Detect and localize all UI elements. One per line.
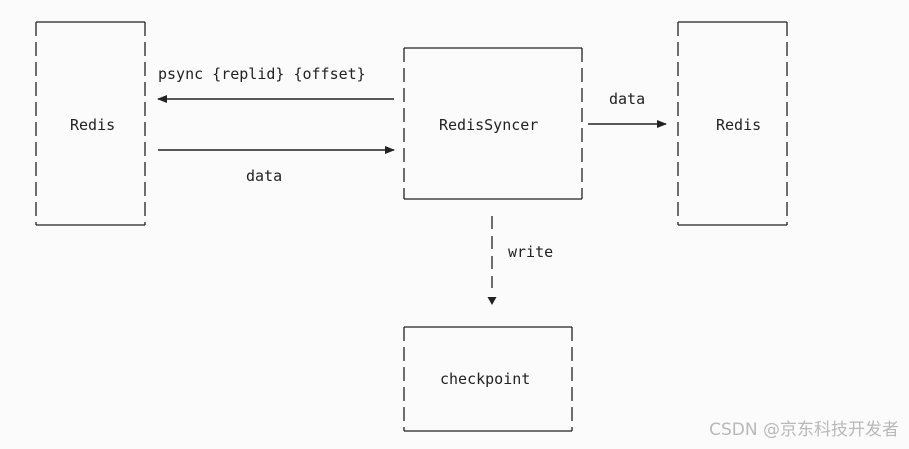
redis-target-label: Redis xyxy=(716,116,762,134)
redis-target-box xyxy=(677,21,788,226)
write-arrow xyxy=(487,216,497,305)
redis-source-label: Redis xyxy=(70,116,116,134)
redis-source-box xyxy=(35,21,146,226)
write-label: write xyxy=(508,243,554,261)
syncer-label: RedisSyncer xyxy=(439,116,539,134)
psync-label: psync {replid} {offset} xyxy=(158,65,366,83)
data-out-label: data xyxy=(609,90,646,108)
syncer-box xyxy=(403,47,583,200)
checkpoint-box xyxy=(403,326,573,432)
watermark: CSDN @京东科技开发者 xyxy=(709,420,899,440)
checkpoint-label: checkpoint xyxy=(440,370,531,388)
data-in-label: data xyxy=(246,167,283,185)
